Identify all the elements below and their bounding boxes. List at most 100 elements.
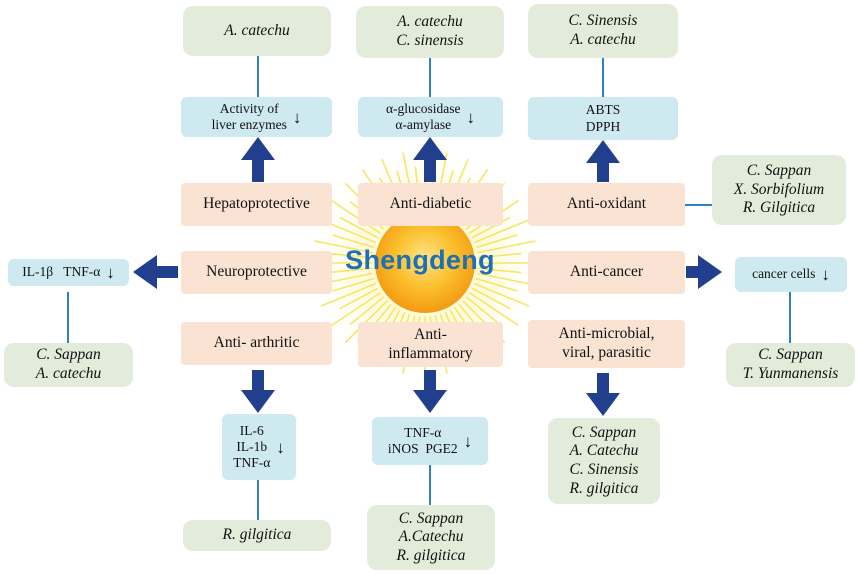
source-box-microbial: C. Sappan A. Catechu C. Sinensis R. gilg… xyxy=(548,418,660,504)
source-box-diabetic: A. catechu C. sinensis xyxy=(356,6,504,58)
effect-label: viral, parasitic xyxy=(562,344,651,361)
effect-anti-arthritic: Anti- arthritic xyxy=(181,322,332,365)
sun-ray xyxy=(339,216,379,239)
effect-anti-microbial: Anti-microbial, viral, parasitic xyxy=(528,320,685,368)
block-arrows xyxy=(133,137,722,416)
sun-ray xyxy=(314,240,373,254)
source-label: A. catechu xyxy=(570,31,636,48)
sun-ray xyxy=(475,277,518,292)
arrow-down-arthritic xyxy=(241,370,275,413)
target-box-cancer: cancer cells ↓ xyxy=(735,257,847,292)
target-label: iNOS PGE2 xyxy=(387,441,458,456)
sun-ray xyxy=(477,267,522,274)
sun-ray xyxy=(332,277,375,292)
sun-ray xyxy=(475,234,518,249)
effect-hepatoprotective: Hepatoprotective xyxy=(181,183,332,226)
target-label: α-glucosidase xyxy=(385,100,461,116)
arrow-down-inflammatory xyxy=(413,370,447,413)
source-label: C. Sappan xyxy=(36,346,101,364)
center-title: Shengdeng xyxy=(345,245,495,275)
effect-label: Anti-oxidant xyxy=(566,195,647,213)
arrow-right-cancer xyxy=(686,255,722,289)
target-label: IL-1β TNF-α xyxy=(22,264,101,280)
target-box-inflammation: TNF-α iNOS PGE2 ↓ xyxy=(372,417,488,465)
sun-ray xyxy=(331,200,381,234)
source-label: R. Gilgitica xyxy=(742,199,816,217)
target-box-glucosidase: α-glucosidase α-amylase ↓ xyxy=(358,97,503,137)
target-box-neuro: IL-1β TNF-α ↓ xyxy=(8,259,129,286)
sun-ray xyxy=(328,252,373,259)
source-label: X. Sorbifolium xyxy=(733,180,825,198)
sun-ray xyxy=(328,267,373,274)
sun-ray xyxy=(469,292,519,327)
arrow-up-hepato xyxy=(241,137,275,182)
source-label: C. Sappan xyxy=(571,423,637,441)
source-label: A. catechu xyxy=(224,21,290,39)
effect-anti-oxidant: Anti-oxidant xyxy=(528,183,685,226)
effect-anti-inflammatory: Anti- inflammatory xyxy=(358,322,503,367)
sun-ray xyxy=(331,292,381,327)
source-label: C. sinensis xyxy=(396,32,464,49)
sun-ray xyxy=(477,252,522,259)
target-label: ABTS xyxy=(585,102,621,118)
target-box-liver: Activity of liver enzymes ↓ xyxy=(181,97,332,137)
target-label: DPPH xyxy=(585,118,621,134)
sun-ray xyxy=(474,282,530,307)
decrease-arrow-icon: ↓ xyxy=(821,265,830,284)
sun-ray xyxy=(474,219,530,244)
sun-ray xyxy=(471,287,511,310)
target-label: TNF-α xyxy=(404,424,442,440)
source-label: R. gilgitica xyxy=(569,479,639,497)
target-box-arthritis: IL-6 IL-1b TNF-α ↓ xyxy=(222,414,296,480)
arrow-up-diabetic xyxy=(413,137,447,182)
source-box-neuro: C. Sappan A. catechu xyxy=(4,343,133,387)
sun-ray xyxy=(465,296,501,325)
source-box-arthritic: R. gilgitica xyxy=(183,520,331,551)
effect-neuroprotective: Neuroprotective xyxy=(181,251,332,294)
decrease-arrow-icon: ↓ xyxy=(463,431,473,451)
effect-label: Hepatoprotective xyxy=(203,195,310,213)
decrease-arrow-icon: ↓ xyxy=(106,263,115,282)
decrease-arrow-icon: ↓ xyxy=(292,107,302,127)
source-label: A. Catechu xyxy=(569,442,639,460)
source-label: R. gilgitica xyxy=(396,546,466,564)
source-label: R. gilgitica xyxy=(222,526,292,544)
connector-lines xyxy=(67,56,791,520)
target-label: TNF-α xyxy=(233,455,271,471)
effect-label: inflammatory xyxy=(388,344,473,362)
source-label: C. Sappan xyxy=(746,162,812,180)
target-label: Activity of xyxy=(219,100,279,116)
source-label: A. catechu xyxy=(35,365,102,382)
effect-label: Anti-microbial, xyxy=(558,325,655,343)
arrow-down-microbial xyxy=(586,373,620,416)
effect-label: Anti- xyxy=(414,325,447,343)
target-label: α-amylase xyxy=(395,117,452,132)
source-box-hepato: A. catechu xyxy=(183,6,331,56)
decrease-arrow-icon: ↓ xyxy=(466,107,476,127)
sun-ray xyxy=(477,272,536,286)
effect-label: Anti-cancer xyxy=(569,263,644,281)
effect-anti-cancer: Anti-cancer xyxy=(528,251,685,294)
arrow-up-oxidant xyxy=(586,140,620,182)
effect-label: Neuroprotective xyxy=(206,263,307,281)
effect-label: Anti-diabetic xyxy=(389,195,472,213)
source-box-oxidant-top: C. Sinensis A. catechu xyxy=(528,4,678,58)
source-label: C. Sappan xyxy=(758,346,823,364)
source-label: A. catechu xyxy=(397,13,463,31)
arrow-left-neuro xyxy=(133,255,178,289)
sun-core xyxy=(375,213,475,313)
sun-ray xyxy=(320,282,376,307)
decrease-arrow-icon: ↓ xyxy=(276,437,285,457)
effect-label: Anti- arthritic xyxy=(213,334,300,352)
source-label: C. Sinensis xyxy=(569,461,639,478)
sun-ray xyxy=(471,216,511,239)
source-label: A.Catechu xyxy=(398,528,464,546)
source-box-inflammatory: C. Sappan A.Catechu R. gilgitica xyxy=(367,505,495,570)
sun-ray xyxy=(332,234,375,249)
target-label: IL-1b xyxy=(236,438,268,454)
source-label: T. Yunmanensis xyxy=(742,365,839,382)
source-label: C. Sappan xyxy=(398,509,464,527)
source-label: C. Sinensis xyxy=(568,12,638,30)
effect-anti-diabetic: Anti-diabetic xyxy=(358,183,503,226)
